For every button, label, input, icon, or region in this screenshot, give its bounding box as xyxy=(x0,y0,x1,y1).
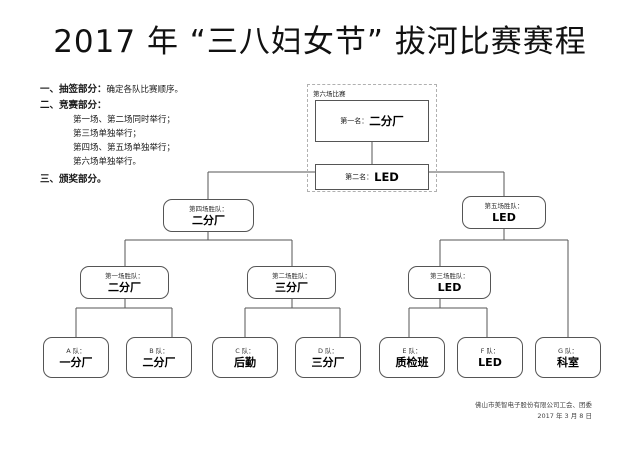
quarterfinal-2-winner-box[interactable]: 第二场胜队： 三分厂 xyxy=(247,266,336,299)
note-sub-1: 第一场、第二场同时举行； xyxy=(73,115,176,125)
team-e-name: 质检班 xyxy=(395,355,429,369)
final-first-place-box[interactable]: 第一名： 二分厂 xyxy=(315,100,429,142)
note-item-3: 三、颁奖部分。 xyxy=(40,174,107,185)
final-second-place-team: LED xyxy=(374,170,399,184)
team-g-name: 科室 xyxy=(557,355,579,369)
team-g-caption: G 队： xyxy=(557,346,579,355)
semifinal-4-team: 二分厂 xyxy=(192,213,225,227)
team-f-caption: F 队： xyxy=(480,346,500,355)
team-box-a[interactable]: A 队： 一分厂 xyxy=(43,337,109,378)
footer-organization: 佛山市美智电子股份有限公司工会、团委 xyxy=(475,401,592,409)
quarterfinal-1-team: 二分厂 xyxy=(108,280,141,294)
team-a-caption: A 队： xyxy=(66,346,86,355)
note-sub-3: 第四场、第五场单独举行； xyxy=(73,143,176,153)
team-box-b[interactable]: B 队： 二分厂 xyxy=(126,337,192,378)
note-sub-4: 第六场单独举行。 xyxy=(73,157,142,167)
quarterfinal-1-winner-box[interactable]: 第一场胜队： 二分厂 xyxy=(80,266,169,299)
semifinal-4-caption: 第四场胜队： xyxy=(189,204,228,213)
team-e-caption: E 队： xyxy=(402,346,422,355)
final-second-place-box[interactable]: 第二名： LED xyxy=(315,164,429,190)
final-first-place-label: 第一名： xyxy=(340,117,369,125)
team-box-g[interactable]: G 队： 科室 xyxy=(535,337,601,378)
quarterfinal-1-caption: 第一场胜队： xyxy=(105,271,144,280)
team-box-c[interactable]: C 队： 后勤 xyxy=(212,337,278,378)
quarterfinal-3-caption: 第三场胜队： xyxy=(430,271,469,280)
final-match-group-label: 第六场比赛 xyxy=(313,90,346,98)
quarterfinal-2-team: 三分厂 xyxy=(275,280,308,294)
team-b-caption: B 队： xyxy=(149,346,169,355)
note-item-1: 一、抽签部分：确定各队比赛顺序。 xyxy=(40,82,290,98)
semifinal-4-winner-box[interactable]: 第四场胜队： 二分厂 xyxy=(163,199,254,232)
procedure-notes: 一、抽签部分：确定各队比赛顺序。 二、竞赛部分： 第一场、第二场同时举行； 第三… xyxy=(40,82,290,187)
page-title: 2017 年 “三八妇女节” 拔河比赛赛程 xyxy=(53,24,587,60)
semifinal-5-winner-box[interactable]: 第五场胜队： LED xyxy=(462,196,546,229)
team-d-caption: D 队： xyxy=(317,346,339,355)
note-sub-2: 第三场单独举行； xyxy=(73,129,142,139)
note-item-2: 二、竞赛部分： xyxy=(40,100,107,111)
semifinal-5-caption: 第五场胜队： xyxy=(484,201,524,210)
team-b-name: 二分厂 xyxy=(142,355,176,369)
team-c-caption: C 队： xyxy=(235,346,255,355)
quarterfinal-2-caption: 第二场胜队： xyxy=(272,271,311,280)
final-second-place-label: 第二名： xyxy=(345,173,374,181)
team-d-name: 三分厂 xyxy=(311,355,345,369)
team-a-name: 一分厂 xyxy=(59,355,93,369)
final-match-group xyxy=(307,84,437,192)
footer-date: 2017 年 3 月 8 日 xyxy=(537,412,592,420)
team-box-f[interactable]: F 队： LED xyxy=(457,337,523,378)
footer: 佛山市美智电子股份有限公司工会、团委 2017 年 3 月 8 日 xyxy=(475,400,592,422)
team-c-name: 后勤 xyxy=(234,355,256,369)
note-item-1-label: 一、抽签部分： xyxy=(40,84,107,95)
team-box-d[interactable]: D 队： 三分厂 xyxy=(295,337,361,378)
quarterfinal-3-team: LED xyxy=(437,280,462,294)
semifinal-5-team: LED xyxy=(492,210,516,224)
quarterfinal-3-winner-box[interactable]: 第三场胜队： LED xyxy=(408,266,491,299)
final-first-place-team: 二分厂 xyxy=(369,114,404,128)
note-item-1-detail: 确定各队比赛顺序。 xyxy=(106,85,184,95)
team-box-e[interactable]: E 队： 质检班 xyxy=(379,337,445,378)
team-f-name: LED xyxy=(478,355,502,369)
